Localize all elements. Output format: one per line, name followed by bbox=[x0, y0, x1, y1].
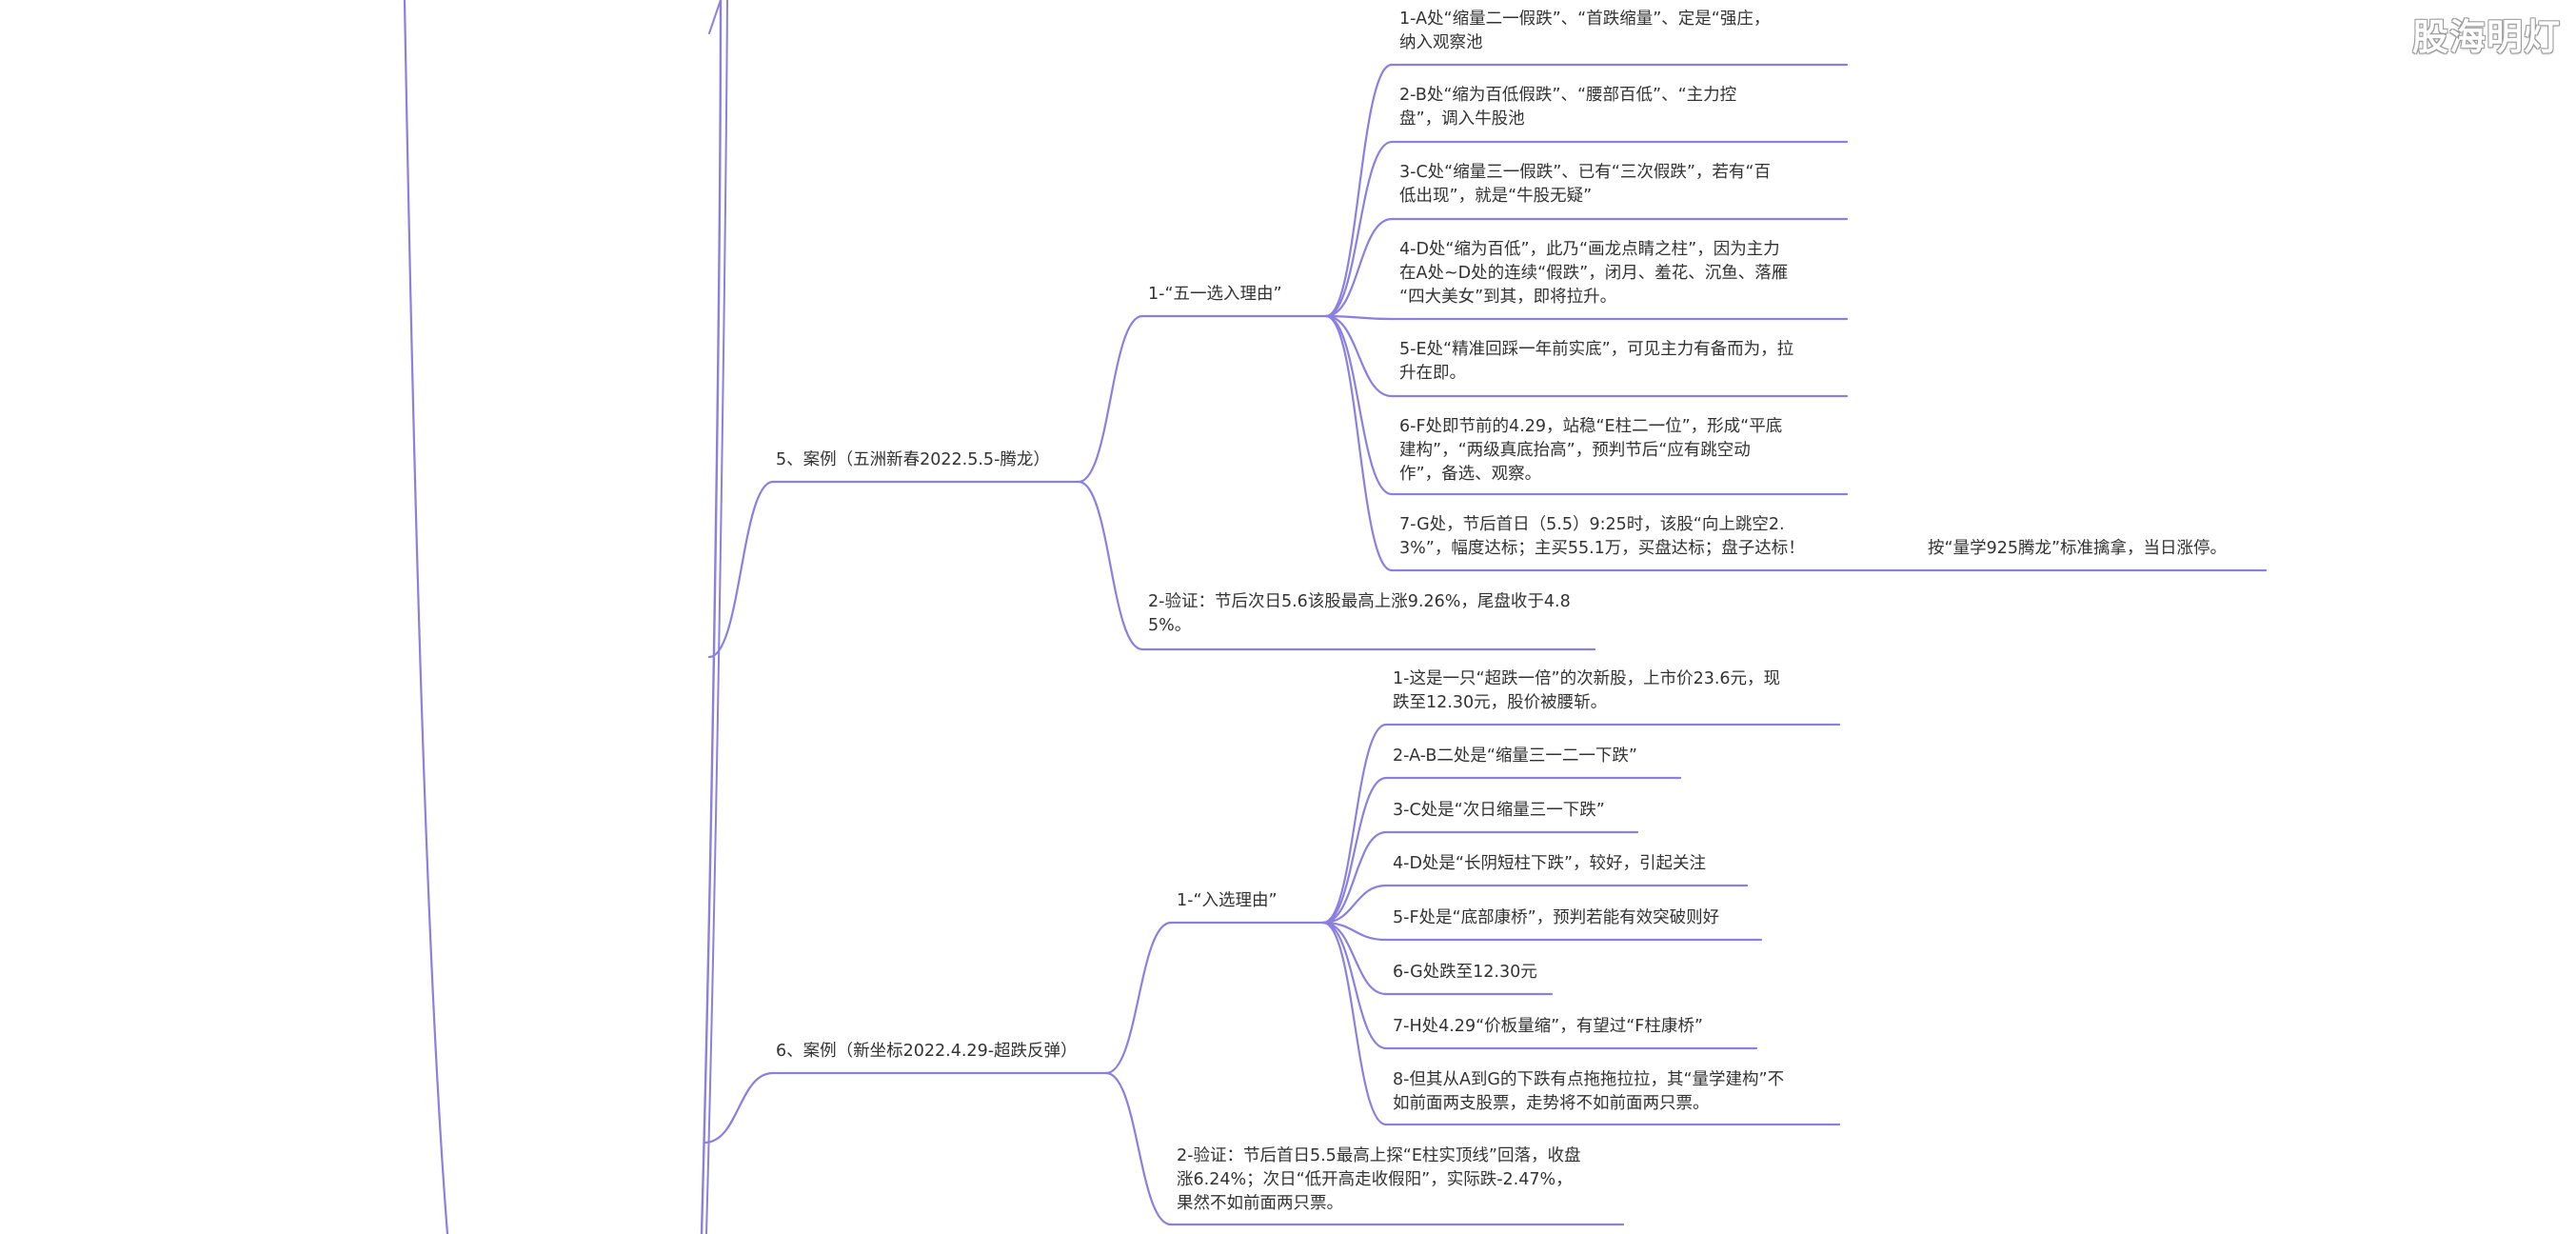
case5-reason-1[interactable]: 1-A处“缩量二一假跌”、“首跌缩量”、定是“强庄，纳入观察池 bbox=[1399, 10, 1771, 52]
case5-reasons-node[interactable]: 1-“五一选入理由” bbox=[1148, 285, 1282, 304]
case6-reason-4[interactable]: 4-D处是“长阴短柱下跌”，较好，引起关注 bbox=[1393, 854, 1707, 873]
case5-node[interactable]: 5、案例（五洲新春2022.5.5-腾龙） bbox=[776, 450, 1050, 469]
case6-reason-7[interactable]: 7-H处4.29“价板量缩”，有望过“F柱康桥” bbox=[1393, 1017, 1703, 1036]
edge-spine-case6 bbox=[703, 1071, 775, 1144]
case6-reason-8[interactable]: 8-但其从A到G的下跌有点拖拖拉拉，其“量学建构”不如前面两支股票，走势将不如前… bbox=[1393, 1070, 1785, 1113]
edge-spine-case5 bbox=[707, 480, 775, 659]
edge-case5-reason-3 bbox=[1324, 217, 1394, 318]
edge-case6-reason-4 bbox=[1321, 884, 1388, 925]
case6-reason-1[interactable]: 1-这是一只“超跌一倍”的次新股，上市价23.6元，现跌至12.30元，股价被腰… bbox=[1393, 669, 1781, 712]
watermark-logo: 股海明灯 bbox=[2411, 16, 2561, 58]
case6-reason-2[interactable]: 2-A-B二处是“缩量三一二一下跌” bbox=[1393, 746, 1637, 766]
case5-reason-3[interactable]: 3-C处“缩量三一假跌”、已有“三次假跌”，若有“百低出现”，就是“牛股无疑” bbox=[1399, 163, 1771, 206]
case5-reason-7[interactable]: 7-G处，节后首日（5.5）9:25时，该股“向上跳空2.3%”，幅度达标；主买… bbox=[1399, 515, 1805, 558]
edge-case5-reasons bbox=[1077, 314, 1144, 484]
edge-case6-reason-2 bbox=[1321, 776, 1388, 925]
case5-reason-4[interactable]: 4-D处“缩为百低”，此乃“画龙点睛之柱”，因为主力在A处~D处的连续“假跌”，… bbox=[1399, 240, 1789, 307]
edge-case5-reason-1 bbox=[1324, 63, 1394, 318]
case5-reason-5[interactable]: 5-E处“精准回踩一年前实底”，可见主力有备而为，拉升在即。 bbox=[1399, 340, 1794, 383]
edge-case6-reason-5 bbox=[1321, 921, 1388, 942]
case5-reason-6[interactable]: 6-F处即节前的4.29，站稳“E柱二一位”，形成“平底建构”，“两级真底抬高”… bbox=[1399, 417, 1783, 484]
case6-verify-node[interactable]: 2-验证：节后首日5.5最高上探“E柱实顶线”回落，收盘涨6.24%；次日“低开… bbox=[1177, 1146, 1581, 1213]
edge-case5-verify bbox=[1077, 480, 1144, 651]
case6-node[interactable]: 6、案例（新坐标2022.4.29-超跌反弹） bbox=[776, 1042, 1078, 1061]
edge-case6-reason-7 bbox=[1321, 921, 1388, 1050]
edge-case5-reason-5 bbox=[1324, 314, 1394, 398]
case5-reason-7-result[interactable]: 按“量学925腾龙”标准擒拿，当日涨停。 bbox=[1928, 539, 2228, 558]
case5-reason-2[interactable]: 2-B处“缩为百低假跌”、“腰部百低”、“主力控盘”，调入牛股池 bbox=[1399, 86, 1737, 129]
left-spine-line-c bbox=[705, 0, 728, 1234]
edge-case6-reason-3 bbox=[1321, 830, 1388, 925]
case6-reasons-node[interactable]: 1-“入选理由” bbox=[1177, 891, 1278, 910]
left-spine-line-d bbox=[708, 0, 722, 34]
edge-case6-reason-6 bbox=[1321, 921, 1388, 996]
case6-reason-6[interactable]: 6-G处跌至12.30元 bbox=[1393, 963, 1537, 982]
edge-case5-reason-6 bbox=[1324, 314, 1394, 496]
left-spine-line-b bbox=[700, 0, 723, 1234]
edge-case6-reason-8 bbox=[1321, 921, 1388, 1126]
left-spine-line-a bbox=[403, 0, 449, 1234]
edge-case6-verify bbox=[1104, 1071, 1173, 1226]
edge-case5-reason-7 bbox=[1324, 314, 1394, 572]
edge-case5-reason-2 bbox=[1324, 140, 1394, 318]
edge-case5-reason-4 bbox=[1324, 314, 1394, 321]
case6-reason-5[interactable]: 5-F处是“底部康桥”，预判若能有效突破则好 bbox=[1393, 908, 1720, 927]
case6-reason-3[interactable]: 3-C处是“次日缩量三一下跌” bbox=[1393, 801, 1605, 820]
edge-case6-reason-1 bbox=[1321, 723, 1388, 925]
edge-case6-reasons bbox=[1104, 921, 1173, 1075]
